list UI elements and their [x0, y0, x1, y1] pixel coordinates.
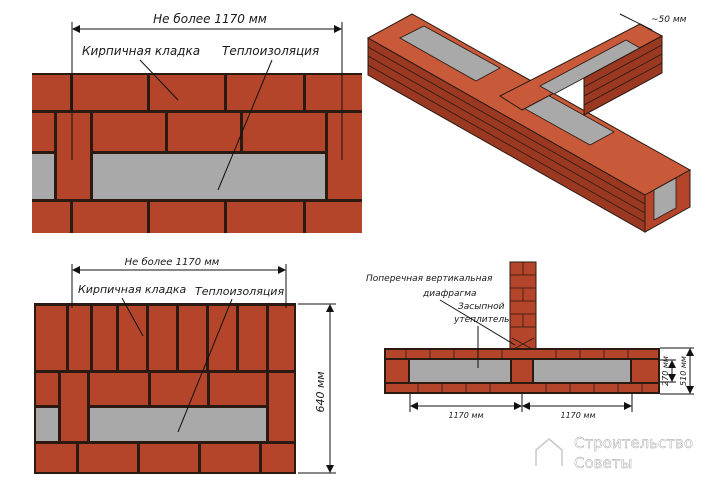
brick — [36, 373, 58, 405]
insulation-fill — [32, 154, 54, 199]
insulation-fill — [93, 154, 325, 199]
brick — [119, 306, 146, 370]
brick — [32, 202, 70, 233]
watermark-line1: Строительство — [574, 434, 693, 452]
brick — [262, 444, 294, 472]
brick — [90, 373, 148, 405]
plan-view: Поперечная вертикальная диафрагма Засыпн… — [366, 261, 694, 420]
plan-pier — [632, 360, 658, 382]
watermark-line2: Советы — [574, 454, 632, 472]
plan-insulation-fill — [410, 360, 510, 382]
brick — [227, 75, 303, 110]
bottom-left-height-label: 640 мм — [314, 371, 327, 412]
plan-cross-wall — [509, 261, 537, 351]
brick — [36, 306, 66, 370]
brick — [93, 306, 116, 370]
house-inner-icon — [535, 438, 563, 466]
plan-diaphragm-label-line2: диафрагма — [422, 289, 477, 299]
plan-cross-wall-joints — [510, 262, 536, 351]
plan-top-course — [386, 350, 658, 358]
insulation-fill — [90, 408, 266, 441]
plan-course-joints — [405, 350, 643, 392]
brick-header-left — [57, 113, 90, 199]
brick — [73, 75, 147, 110]
iso-dimension-line — [619, 13, 653, 31]
isometric-wall-view: ~50 мм — [366, 13, 692, 233]
brick — [149, 306, 176, 370]
brick — [209, 306, 236, 370]
bottom-left-insulation-label: Теплоизоляция — [195, 285, 284, 298]
iso-front-courses — [367, 46, 646, 223]
plan-bottom-course — [386, 384, 658, 392]
leader-line-insulation — [177, 298, 233, 433]
brick — [306, 202, 362, 233]
bottom-left-masonry-label: Кирпичная кладка — [78, 283, 186, 296]
brick — [32, 113, 54, 151]
brick — [69, 306, 90, 370]
bottom-left-wall-section: Не более 1170 мм Кирпичная кладка Теплои… — [34, 256, 336, 474]
brick — [306, 75, 362, 110]
iso-cross-courses — [583, 44, 663, 106]
brick — [93, 113, 165, 151]
brick — [79, 444, 137, 472]
top-left-masonry-label: Кирпичная кладка — [82, 44, 200, 58]
plan-insulation-fill — [534, 360, 630, 382]
brick-header-right — [269, 373, 294, 441]
plan-span-right-label: 1170 мм — [561, 411, 596, 420]
brick — [179, 306, 206, 370]
brick — [150, 202, 224, 233]
bottom-left-dimension-label: Не более 1170 мм — [125, 256, 220, 268]
plan-pier — [512, 360, 532, 382]
top-left-wall-section: Не более 1170 мм Кирпичная кладка Теплои… — [32, 12, 362, 233]
brick — [239, 306, 266, 370]
brick — [73, 202, 147, 233]
top-left-insulation-label: Теплоизоляция — [222, 44, 319, 58]
iso-dimension-label: ~50 мм — [651, 15, 687, 25]
leader-line-masonry — [121, 297, 144, 337]
brick — [36, 444, 76, 472]
plan-span-left-label: 1170 мм — [449, 411, 484, 420]
plan-diaphragm-label-line1: Поперечная вертикальная — [366, 274, 493, 284]
watermark-logo: Строительство Советы — [528, 428, 693, 472]
iso-cavity-insulation — [399, 25, 501, 82]
top-left-dimension-label: Не более 1170 мм — [153, 12, 267, 26]
brick — [210, 373, 266, 405]
brick — [227, 202, 303, 233]
brick — [269, 306, 294, 370]
leader-line-insulation — [217, 59, 273, 191]
brick — [140, 444, 198, 472]
plan-fill-label-line1: Засыпной — [458, 302, 505, 312]
brick — [243, 113, 325, 151]
brick-header-right — [328, 113, 362, 199]
leader-line-masonry — [139, 59, 179, 101]
brick — [168, 113, 240, 151]
plan-fill-label-line2: утеплитель — [453, 315, 509, 325]
iso-end-insulation — [653, 177, 677, 221]
brick-header-left — [61, 373, 87, 441]
plan-inner-dimension-label: 270 мм — [661, 356, 670, 386]
plan-pier — [386, 360, 408, 382]
brick — [32, 75, 70, 110]
leader-line-diaphragm — [439, 299, 516, 346]
plan-outer-dimension-label: 510 мм — [679, 356, 688, 386]
brick — [201, 444, 259, 472]
insulation-fill — [36, 408, 58, 441]
brick — [150, 75, 224, 110]
brick — [151, 373, 207, 405]
